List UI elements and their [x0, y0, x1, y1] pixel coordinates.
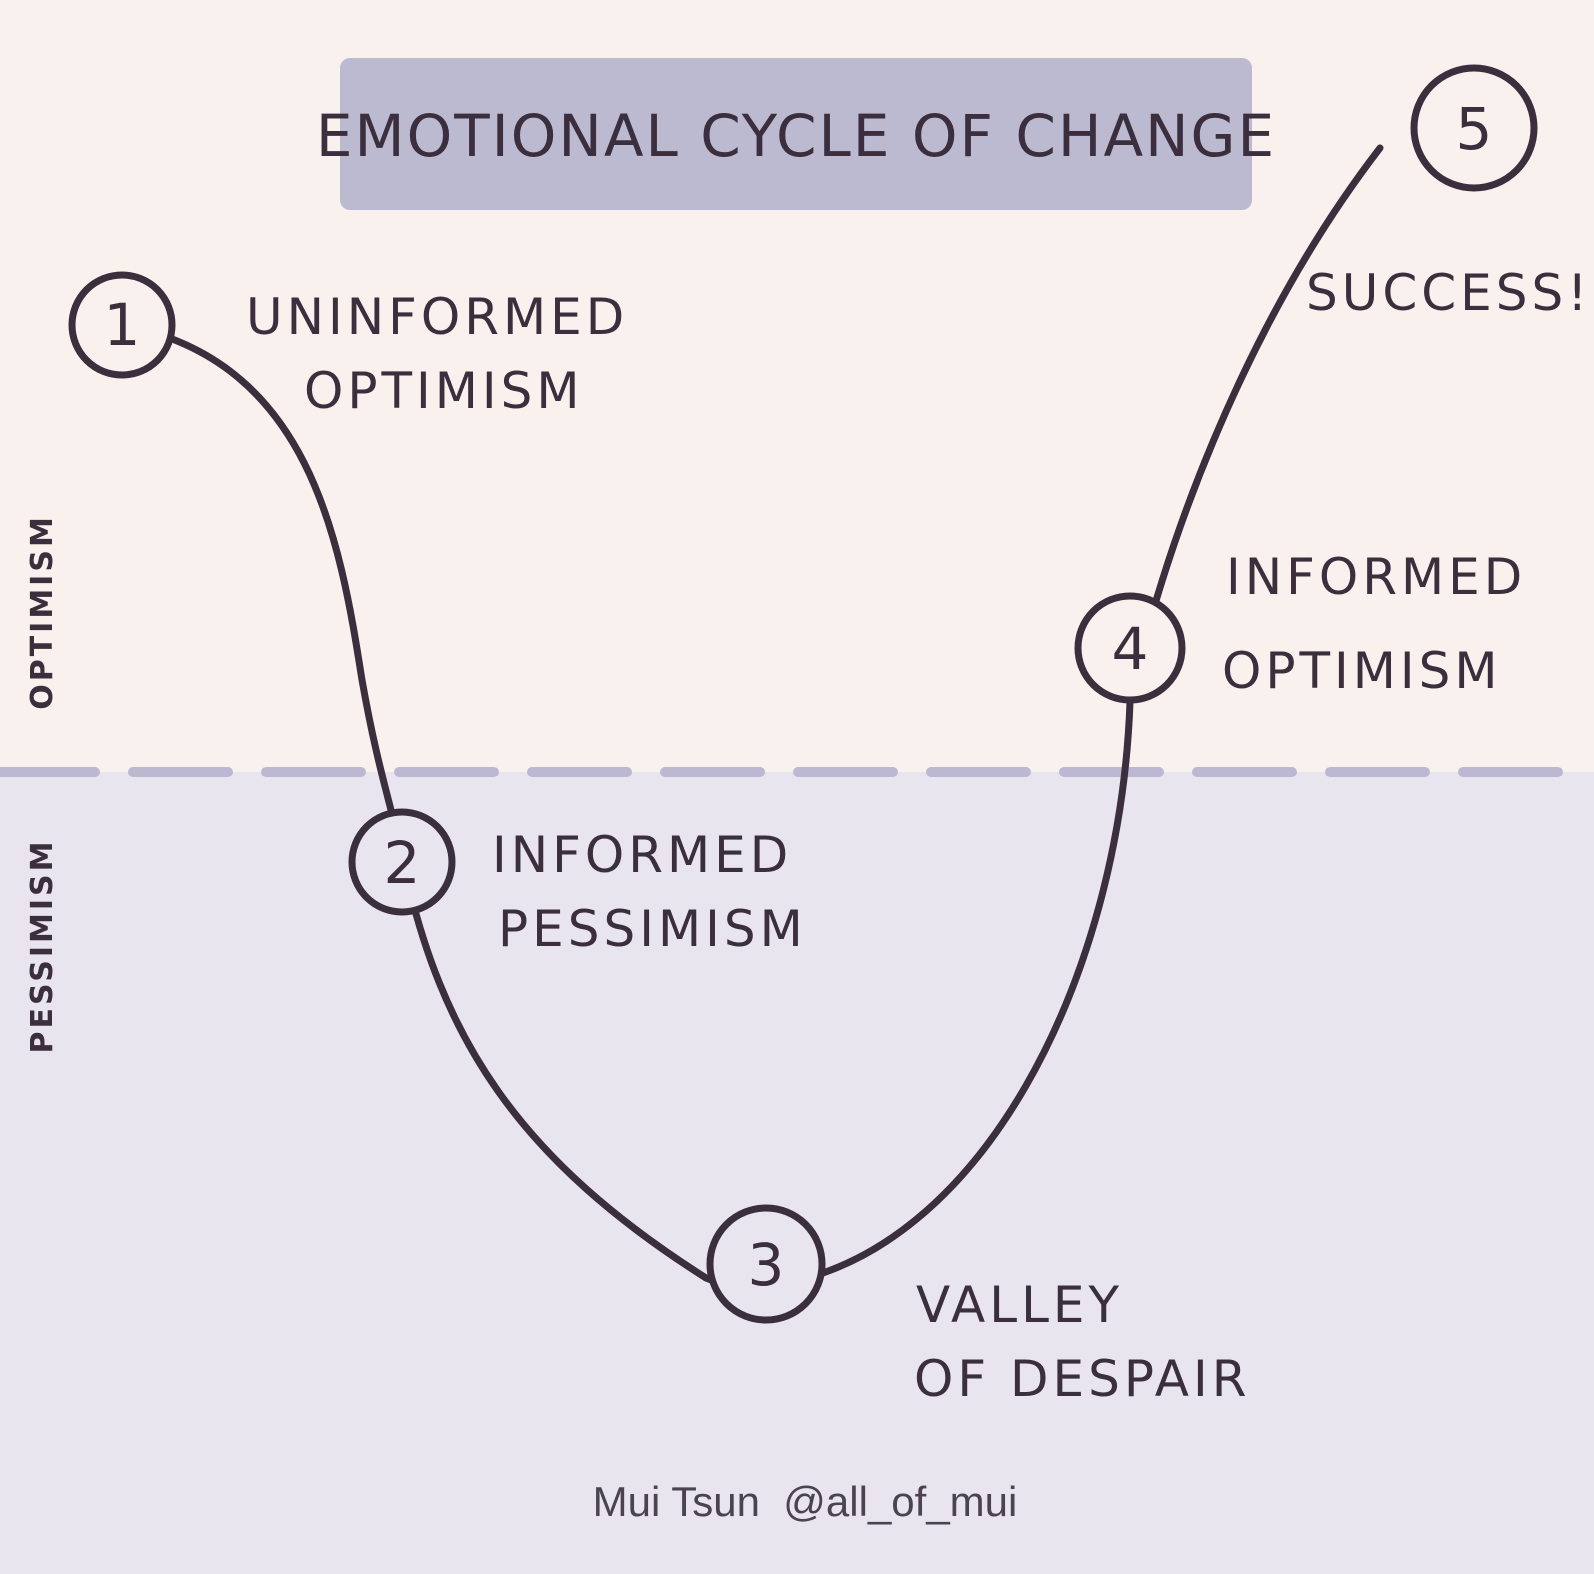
stage-4-number: 4	[1112, 615, 1149, 683]
zone-label-pessimism: PESSIMISM	[25, 839, 60, 1054]
stage-4-label-line2: OPTIMISM	[1222, 642, 1502, 700]
stage-5-number: 5	[1456, 95, 1493, 163]
stage-2-number: 2	[384, 829, 421, 897]
stage-3-label-line2: OF DESPAIR	[914, 1350, 1250, 1408]
stage-3-label-line1: VALLEY	[916, 1276, 1123, 1334]
stage-1-number: 1	[104, 291, 141, 359]
stage-3-circle	[706, 1204, 826, 1324]
pessimism-zone	[0, 772, 1594, 1574]
diagram-title: EMOTIONAL CYCLE OF CHANGE	[316, 102, 1276, 170]
stage-4-circle	[1074, 592, 1186, 704]
stage-2-label-line2: PESSIMISM	[498, 900, 807, 958]
stage-5-label-line1: SUCCESS!	[1306, 264, 1591, 322]
zone-label-optimism: OPTIMISM	[25, 514, 60, 710]
stage-1-label-line2: OPTIMISM	[304, 362, 584, 420]
author-credit: Mui Tsun @all_of_mui	[593, 1478, 1018, 1525]
stage-1-circle	[68, 271, 176, 379]
stage-3-number: 3	[748, 1231, 785, 1299]
stage-1-label-line1: UNINFORMED	[246, 288, 628, 346]
stage-4-label-line1: INFORMED	[1226, 548, 1526, 606]
stage-5-circle	[1410, 64, 1538, 192]
stage-2-circle	[348, 808, 456, 916]
stage-2-label-line1: INFORMED	[492, 826, 792, 884]
title-banner	[340, 58, 1252, 210]
